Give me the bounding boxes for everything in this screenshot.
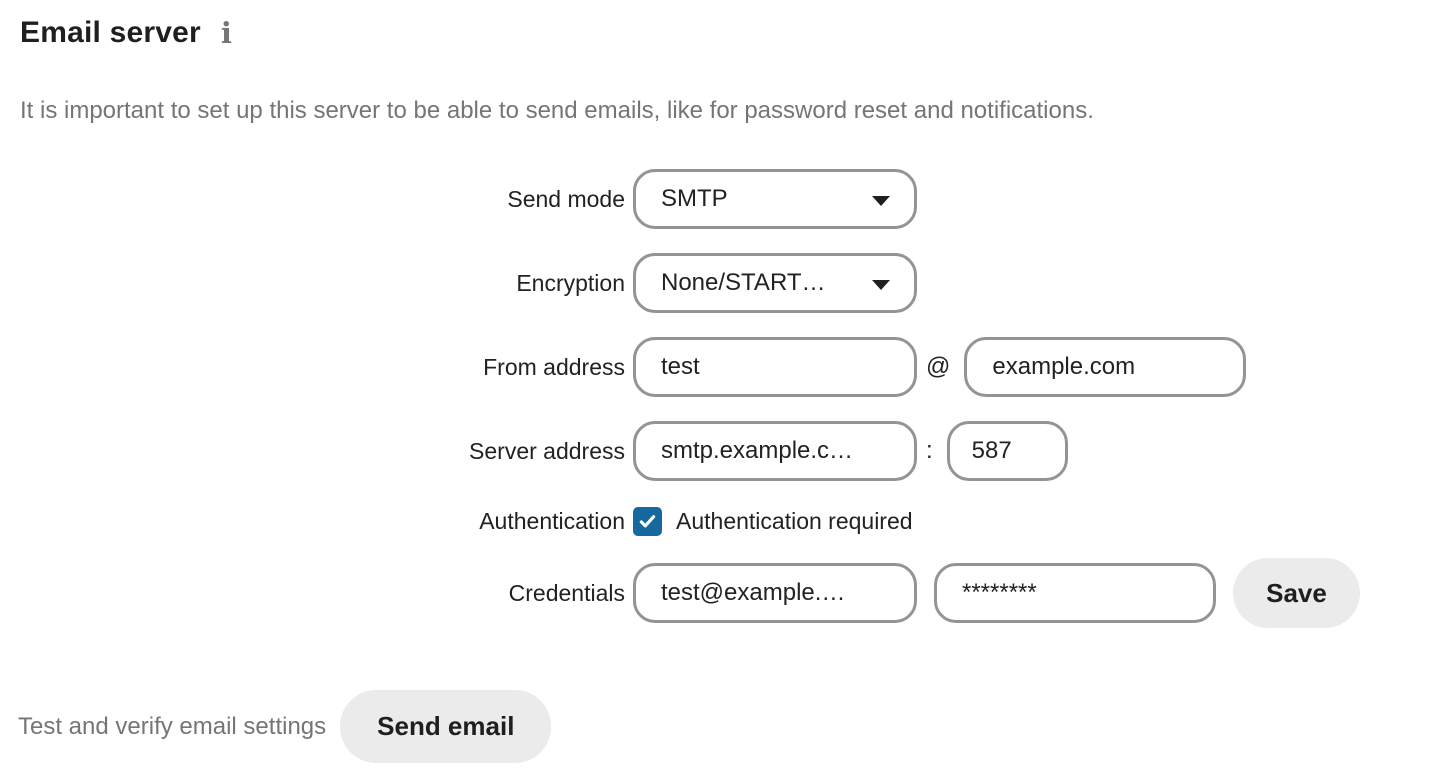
colon-separator: : xyxy=(926,437,933,464)
chevron-down-icon xyxy=(872,279,890,290)
email-server-settings-section: Email server i It is important to set up… xyxy=(18,16,1428,763)
credentials-label: Credentials xyxy=(508,579,625,606)
checkmark-icon xyxy=(639,514,656,527)
server-port-input[interactable] xyxy=(946,421,1068,481)
credentials-row: Credentials Save xyxy=(20,558,1428,628)
server-address-label: Server address xyxy=(469,437,625,464)
authentication-row: Authentication Authentication required xyxy=(20,505,1428,537)
credentials-username-input[interactable] xyxy=(633,563,917,623)
authentication-label: Authentication xyxy=(479,507,625,534)
section-description: It is important to set up this server to… xyxy=(20,97,1094,124)
send-mode-select[interactable]: SMTP xyxy=(633,169,917,229)
encryption-select[interactable]: None/START… xyxy=(633,253,917,313)
section-header: Email server i xyxy=(20,16,1428,50)
authentication-checkbox-label[interactable]: Authentication required xyxy=(676,507,913,534)
email-server-form: Send mode SMTP Encryption None/START… Fr… xyxy=(20,169,1428,628)
encryption-selected-value: None/START… xyxy=(661,269,826,296)
page-title: Email server xyxy=(20,16,201,49)
from-address-local-input[interactable] xyxy=(633,337,917,397)
credentials-password-input[interactable] xyxy=(934,563,1216,623)
save-button[interactable]: Save xyxy=(1233,558,1360,628)
from-address-label: From address xyxy=(483,353,625,380)
send-mode-label: Send mode xyxy=(507,185,625,212)
encryption-row: Encryption None/START… xyxy=(20,253,1428,313)
from-address-domain-input[interactable] xyxy=(964,337,1247,397)
test-email-section: Test and verify email settings Send emai… xyxy=(18,690,1428,763)
send-mode-selected-value: SMTP xyxy=(661,185,728,212)
server-address-row: Server address : xyxy=(20,421,1428,481)
encryption-label: Encryption xyxy=(516,269,625,296)
send-email-button[interactable]: Send email xyxy=(340,690,552,763)
server-address-host-input[interactable] xyxy=(633,421,917,481)
send-mode-row: Send mode SMTP xyxy=(20,169,1428,229)
at-separator: @ xyxy=(926,353,951,380)
test-email-label: Test and verify email settings xyxy=(18,712,327,740)
authentication-checkbox[interactable] xyxy=(633,506,662,536)
info-icon[interactable]: i xyxy=(220,16,232,50)
chevron-down-icon xyxy=(872,195,890,206)
from-address-row: From address @ xyxy=(20,337,1428,397)
